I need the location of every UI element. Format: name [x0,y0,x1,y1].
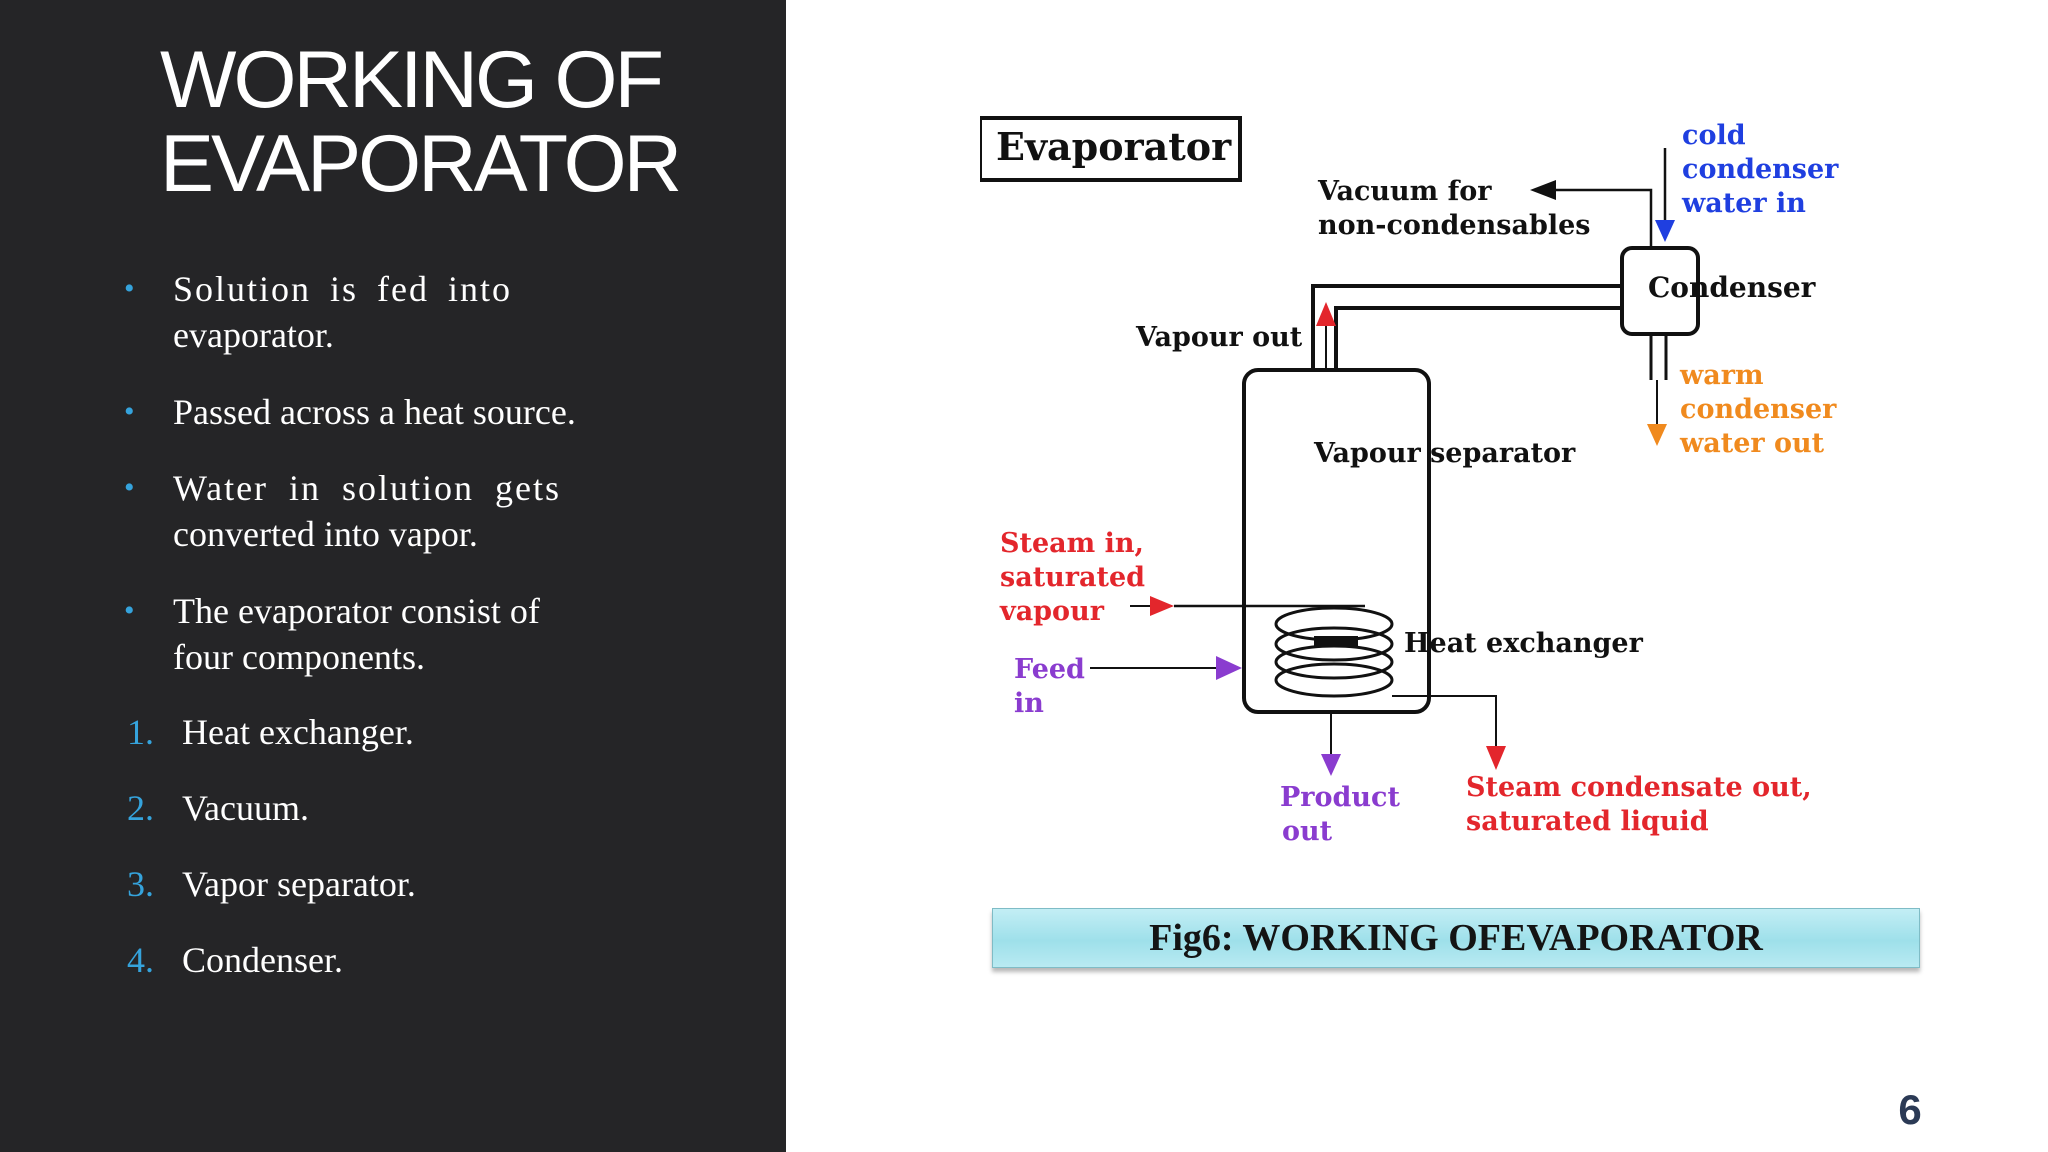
component-item: 2. Vacuum. [127,785,622,831]
vapour-separator-vessel [1242,368,1431,714]
diagram-title: Evaporator [996,124,1232,169]
bullet-item: • The evaporator consist of four compone… [124,588,613,680]
figure-caption: Fig6: WORKING OFEVAPORATOR [992,908,1920,968]
warm-water-label: warm [1679,360,1764,391]
steam-in-label: Steam in, [1000,528,1144,559]
bullet-marker: • [124,395,135,428]
cold-water-label: cold [1682,120,1746,151]
bullet-item: • Solution is fed into evaporator. [124,266,613,358]
product-out-label: out [1282,816,1333,847]
evaporator-diagram: Evaporator Vacuum for non-condensables c… [980,116,1839,847]
cold-water-label: water in [1681,188,1806,219]
vapour-separator-label: Vapour separator [1313,438,1576,469]
figure-caption-text: Fig6: WORKING OFEVAPORATOR [1149,917,1763,959]
condenser-box [1620,246,1700,336]
bullet-item: • Water in solution gets converted into … [124,465,613,557]
component-label: Heat exchanger. [182,712,414,752]
product-out-label: Product [1280,782,1400,813]
warm-water-arrowhead [1647,424,1667,446]
component-label: Condenser. [182,940,343,980]
component-number: 3. [127,864,154,904]
component-list: 1. Heat exchanger. 2. Vacuum. 3. Vapor s… [0,0,786,1152]
product-out-arrowhead [1321,754,1341,776]
component-item: 3. Vapor separator. [127,861,622,907]
feed-in-label: Feed [1014,654,1085,685]
heat-exchanger-label: Heat exchanger [1404,628,1644,659]
bullet-list: • Solution is fed into evaporator. • Pas… [0,0,786,1152]
condensate-line [1392,695,1497,748]
slide-title-line-2: EVAPORATOR [160,119,682,209]
bullet-text-line: Solution is fed into [173,269,513,309]
steam-in-label: vapour [999,596,1105,627]
component-label: Vacuum. [182,788,309,828]
bullet-marker: • [124,272,135,305]
component-label: Vapor separator. [182,864,416,904]
steam-in-label: saturated [1000,562,1145,593]
condensate-label: saturated liquid [1466,806,1709,837]
component-item: 4. Condenser. [127,937,622,983]
vacuum-line [1555,188,1653,250]
vapour-pipe [1334,306,1622,372]
component-number: 1. [127,712,154,752]
vapour-out-arrowhead [1316,302,1336,326]
bullet-marker: • [124,594,135,627]
bullet-text-line: converted into vapor. [173,514,478,554]
feed-in-arrowhead [1216,656,1242,680]
cold-water-arrowhead [1655,220,1675,242]
bullet-text-line: The evaporator consist of [173,591,540,631]
diagram-title-box [980,116,1242,182]
condenser-label: Condenser [1648,271,1817,304]
vacuum-label: non-condensables [1318,210,1590,241]
bullet-text-line: evaporator. [173,315,334,355]
bullet-text-line: Passed across a heat source. [173,392,576,432]
cold-water-label: condenser [1682,154,1839,185]
slide-title-line-1: WORKING OF [160,35,664,125]
vapour-pipe [1311,284,1622,372]
condensate-label: Steam condensate out, [1466,772,1812,803]
page-number: 6 [1898,1086,1922,1133]
condensate-arrowhead [1486,746,1506,770]
component-item: 1. Heat exchanger. [127,709,622,755]
bullet-item: • Passed across a heat source. [124,389,613,435]
left-panel: WORKING OF EVAPORATOR • Solution is fed … [0,0,786,1152]
warm-water-label: water out [1679,428,1825,459]
steam-in-arrowhead [1150,596,1174,616]
feed-in-label: in [1014,688,1044,719]
bullet-text-line: Water in solution gets [173,468,562,508]
bullet-marker: • [124,471,135,504]
bullet-text-line: four components. [173,637,425,677]
vapour-out-label: Vapour out [1135,322,1303,353]
component-number: 4. [127,940,154,980]
slide-title: WORKING OF EVAPORATOR [160,38,740,206]
warm-water-label: condenser [1680,394,1837,425]
vacuum-arrowhead [1530,180,1556,200]
component-number: 2. [127,788,154,828]
vacuum-label: Vacuum for [1317,176,1492,207]
heat-exchanger-coil [1274,606,1394,698]
